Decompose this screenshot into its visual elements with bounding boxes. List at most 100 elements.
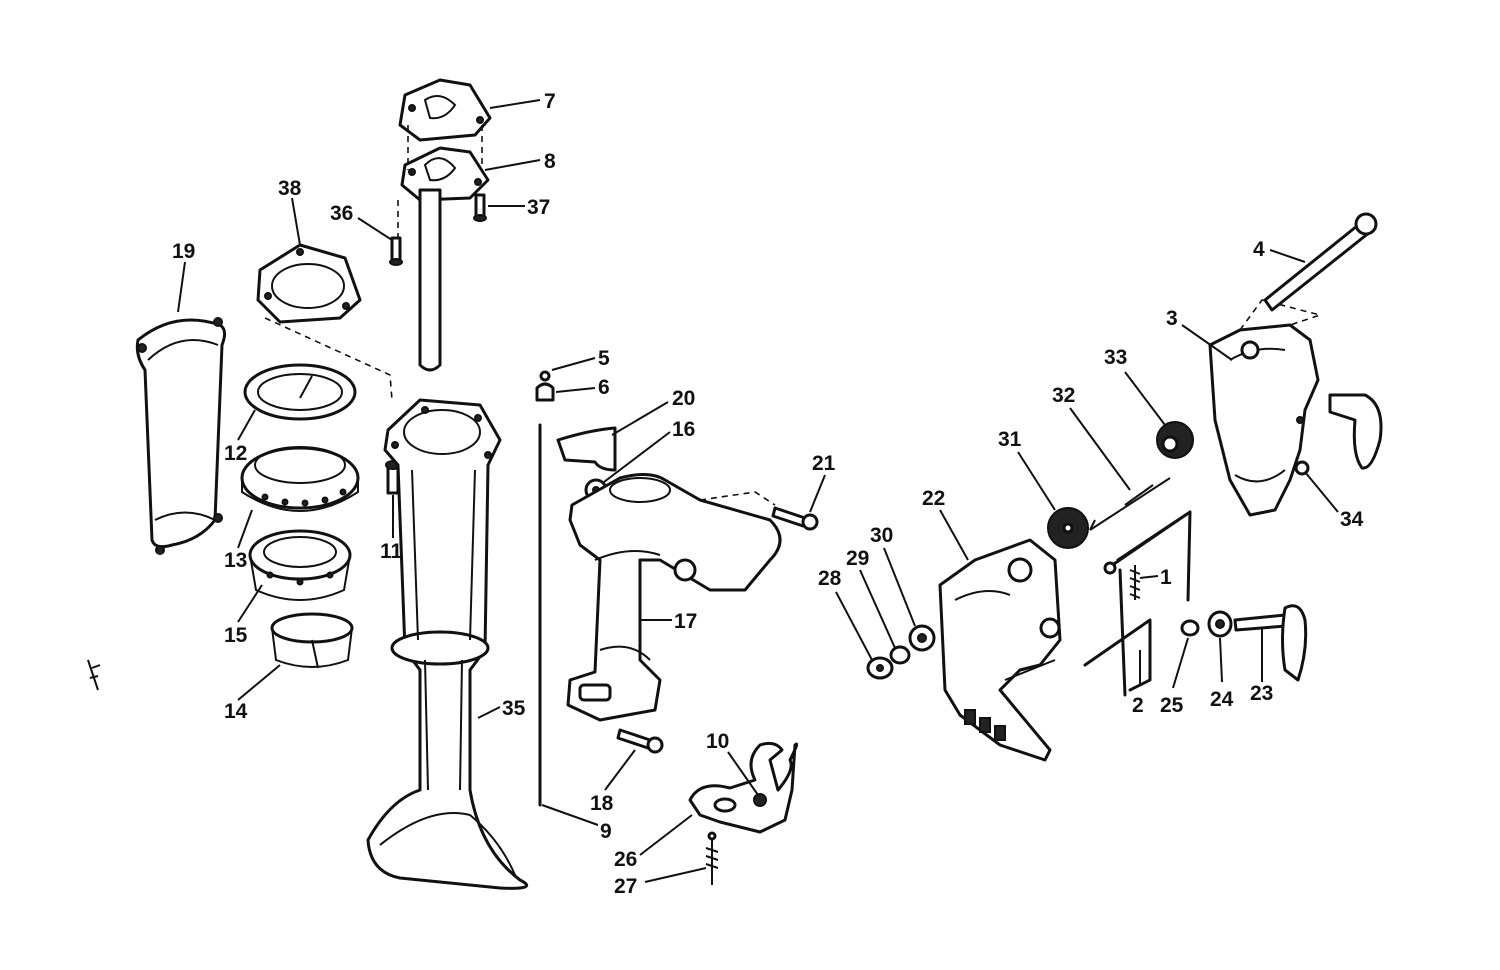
callout-9: 9	[600, 820, 612, 843]
exhaust-tube	[418, 188, 442, 372]
part-37-screw	[473, 193, 487, 222]
part-6-cap	[535, 382, 555, 402]
callout-4: 4	[1253, 238, 1265, 261]
part-12-bearing-ring	[243, 363, 357, 421]
callout-35: 35	[502, 697, 526, 720]
callout-16: 16	[672, 418, 695, 441]
leader-13	[237, 509, 253, 549]
callout-29: 29	[846, 547, 869, 570]
part-29-washer	[889, 645, 911, 665]
leader-14	[237, 664, 281, 701]
part-4-tilt-bolt	[1263, 212, 1378, 312]
callout-7: 7	[544, 90, 556, 113]
callout-10: 10	[706, 730, 729, 753]
stray-mark	[87, 659, 101, 691]
leader-31	[1017, 451, 1056, 511]
callout-38: 38	[278, 177, 302, 200]
part-13-bearing-housing	[240, 446, 360, 512]
alignment-line-4	[1239, 299, 1323, 331]
leader-27	[644, 867, 707, 883]
callout-5: 5	[598, 347, 610, 370]
part-25-washer	[1180, 619, 1200, 637]
part-17-swivel-bracket	[566, 473, 782, 722]
leader-28	[835, 591, 873, 661]
part-20-clip	[556, 426, 617, 472]
callout-26: 26	[614, 848, 637, 871]
leader-24	[1219, 637, 1223, 683]
callout-25: 25	[1160, 694, 1184, 717]
part-14-bushing	[270, 612, 354, 669]
part-30-bushing	[908, 624, 936, 652]
leader-29	[859, 569, 896, 649]
leader-22	[939, 509, 969, 561]
callout-15: 15	[224, 624, 248, 647]
leader-7	[489, 99, 541, 109]
part-22-clamp-bracket	[938, 538, 1062, 762]
callout-18: 18	[590, 792, 614, 815]
leader-21	[809, 474, 826, 513]
callout-17: 17	[674, 610, 697, 633]
leader-25	[1172, 637, 1189, 689]
callout-2: 2	[1132, 694, 1144, 717]
callout-24: 24	[1210, 688, 1234, 711]
callout-33: 33	[1104, 346, 1127, 369]
callout-8: 8	[544, 150, 556, 173]
leader-1	[1139, 575, 1159, 579]
leader-18	[604, 749, 636, 791]
part-27-spring-pin	[705, 831, 719, 885]
callout-22: 22	[922, 487, 945, 510]
part-31-friction-disk	[1047, 507, 1089, 549]
leader-34	[1304, 471, 1339, 513]
leader-5	[551, 357, 596, 371]
leader-10	[727, 751, 759, 796]
leader-9	[541, 804, 599, 826]
part-23-thumb-screw	[1233, 604, 1308, 682]
callout-32: 32	[1052, 384, 1075, 407]
leader-26	[639, 814, 693, 856]
callout-23: 23	[1250, 682, 1273, 705]
leader-15	[237, 584, 263, 623]
callout-11: 11	[380, 540, 403, 563]
callout-1: 1	[1160, 566, 1172, 589]
callout-3: 3	[1166, 307, 1178, 330]
callout-21: 21	[812, 452, 836, 475]
leader-3	[1181, 324, 1233, 361]
part-1-spring	[1129, 565, 1141, 600]
leader-8	[484, 159, 541, 171]
leader-6	[555, 387, 596, 393]
leader-20	[611, 401, 669, 436]
part-18-bolt	[616, 728, 664, 754]
callout-14: 14	[224, 700, 248, 723]
callout-36: 36	[330, 202, 353, 225]
part-2-stern-frame	[1083, 510, 1192, 697]
part-21-bolt	[771, 506, 819, 531]
leader-33	[1124, 371, 1166, 426]
part-7-gasket-plate	[398, 78, 492, 142]
callout-30: 30	[870, 524, 893, 547]
part-35-exhaust-housing	[366, 398, 529, 890]
leader-19	[177, 261, 186, 313]
callout-19: 19	[172, 240, 195, 263]
part-19-swivel-cover	[135, 317, 227, 555]
part-28-nut	[866, 656, 894, 680]
leader-36	[357, 217, 393, 241]
part-33-knob	[1156, 421, 1194, 459]
leader-35	[477, 706, 501, 719]
alignment-line-38	[264, 317, 393, 401]
callout-34: 34	[1340, 508, 1364, 531]
part-8-mount-plate	[400, 146, 490, 202]
part-36-screw	[389, 236, 403, 266]
leader-38	[291, 197, 301, 246]
callout-27: 27	[614, 875, 637, 898]
part-38-bracket-plate	[256, 243, 362, 324]
leader-30	[883, 547, 916, 627]
part-5-ball	[539, 370, 551, 382]
part-24-washer	[1207, 610, 1233, 638]
leader-32	[1069, 407, 1131, 491]
leader-4	[1269, 249, 1306, 263]
part-34-screw	[1294, 460, 1310, 476]
callout-12: 12	[224, 442, 247, 465]
callout-13: 13	[224, 549, 247, 572]
leader-16	[603, 431, 671, 483]
